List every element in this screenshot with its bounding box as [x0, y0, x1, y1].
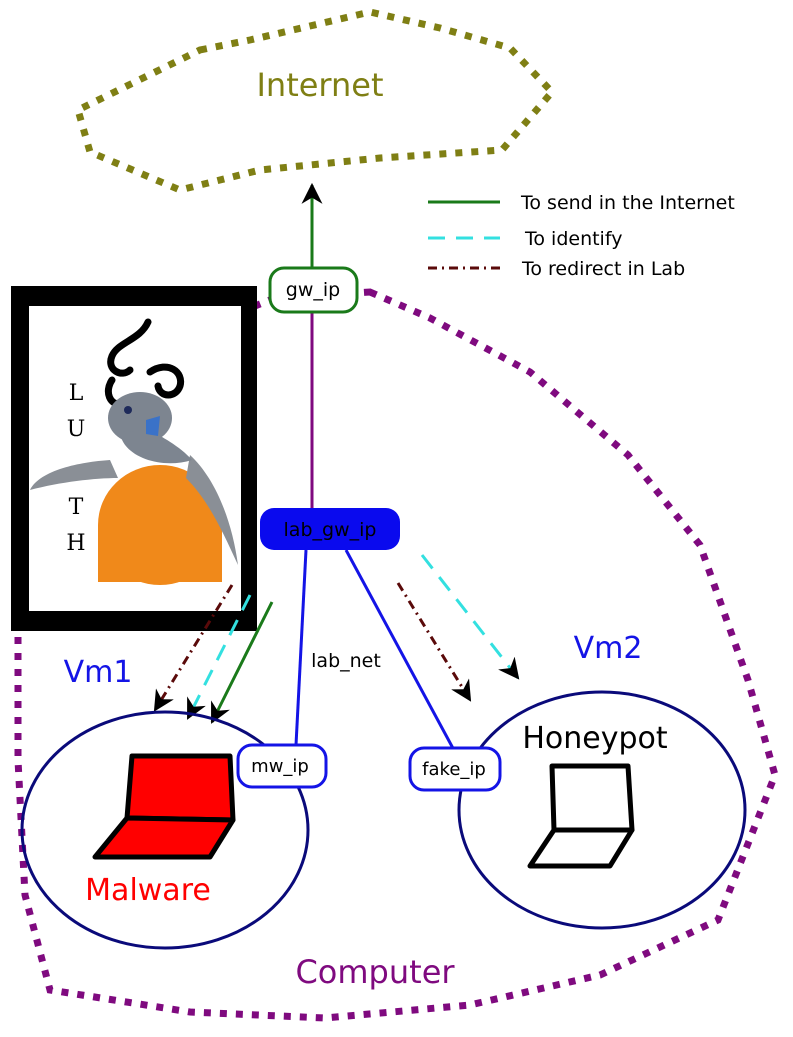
redirect-arrow-vm2	[396, 582, 472, 702]
logo-letter-h: H	[66, 531, 85, 556]
turtle-eye	[124, 406, 132, 414]
honeypot-laptop-icon	[527, 763, 635, 869]
lab-net-link-vm2	[344, 549, 457, 753]
gw-ip-label: gw_ip	[286, 279, 340, 301]
luth-logo: L U T H	[11, 286, 257, 631]
vm1-circle	[20, 710, 310, 950]
lab-gw-ip-label: lab_gw_ip	[284, 519, 377, 541]
logo-letter-t: T	[69, 495, 84, 520]
send-arrow-vm1	[210, 601, 274, 724]
legend: To send in the Internet To identify To r…	[428, 192, 735, 280]
redirect-arrow-vm1	[153, 584, 234, 712]
internet-label: Internet	[256, 66, 383, 104]
fake-ip-label: fake_ip	[422, 759, 486, 780]
identify-arrow-vm2	[420, 554, 520, 680]
logo-letter-u: U	[67, 417, 86, 442]
lab-net-label: lab_net	[311, 650, 381, 672]
lab-gw-ip-node	[260, 508, 400, 550]
lab-net-link-vm1	[294, 549, 308, 746]
mw-ip-label: mw_ip	[251, 756, 309, 777]
legend-label-identify: To identify	[524, 228, 622, 250]
legend-label-send: To send in the Internet	[520, 192, 735, 214]
mw-ip-node	[236, 743, 328, 789]
identify-arrow-vm1	[186, 594, 252, 720]
turtle-flipper-right	[186, 455, 238, 565]
fake-ip-node	[408, 746, 502, 792]
vm1-label: Vm1	[64, 655, 133, 690]
vm2-circle	[457, 690, 747, 930]
turtle-flipper-left	[30, 460, 118, 490]
logo-letter-l: L	[69, 381, 84, 406]
legend-label-redirect: To redirect in Lab	[521, 258, 685, 280]
vm2-label: Vm2	[574, 631, 643, 666]
malware-label: Malware	[85, 873, 211, 908]
computer-label: Computer	[295, 953, 455, 991]
malware-laptop-icon	[92, 753, 236, 860]
gw-ip-node	[268, 266, 359, 314]
honeypot-label: Honeypot	[522, 721, 668, 756]
